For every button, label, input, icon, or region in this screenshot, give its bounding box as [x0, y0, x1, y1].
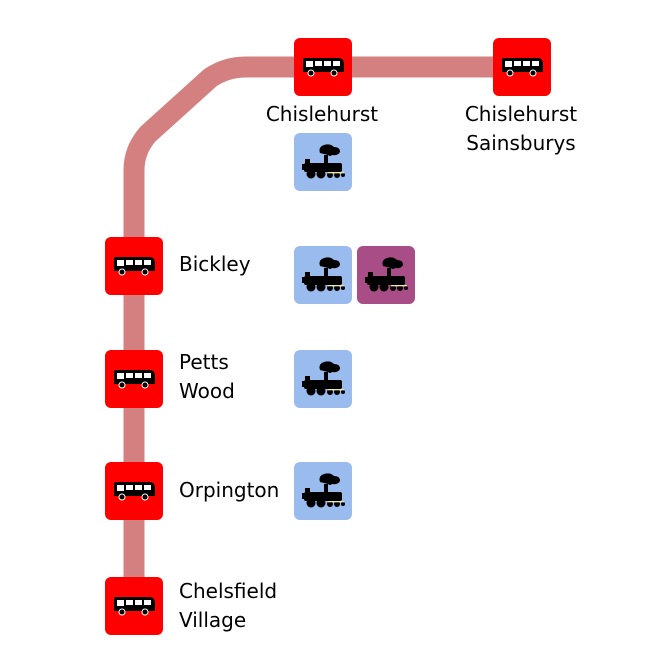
bus-stop-chelsfield-village[interactable]	[105, 577, 163, 635]
bus-icon	[500, 57, 544, 77]
bus-icon	[112, 596, 156, 616]
stop-label-line: Chislehurst	[265, 102, 379, 126]
bus-icon	[112, 369, 156, 389]
stop-label-line: Wood	[179, 379, 235, 403]
rail-connection-chislehurst[interactable]	[294, 133, 352, 191]
bus-stop-bickley[interactable]	[105, 237, 163, 295]
stop-label-bickley: Bickley	[179, 250, 251, 279]
stop-label-line: Bickley	[179, 252, 251, 276]
bus-stop-chislehurst[interactable]	[294, 38, 352, 96]
stop-label-chislehurst-sainsburys: Chislehurst Sainsburys	[465, 100, 577, 158]
bus-icon	[301, 57, 345, 77]
steam-train-icon	[300, 256, 346, 294]
steam-train-icon	[300, 143, 346, 181]
stop-label-orpington: Orpington	[179, 476, 279, 505]
bus-stop-orpington[interactable]	[105, 462, 163, 520]
stop-label-line: Sainsburys	[466, 131, 576, 155]
steam-train-icon	[300, 472, 346, 510]
stop-label-line: Chelsfield	[179, 579, 278, 603]
rail-connection-bickley[interactable]	[294, 246, 352, 304]
stop-label-petts-wood: Petts Wood	[179, 348, 235, 406]
bus-stop-chislehurst-sainsburys[interactable]	[493, 38, 551, 96]
rail-connection-petts-wood[interactable]	[294, 350, 352, 408]
steam-train-icon	[363, 256, 409, 294]
rail-connection-orpington[interactable]	[294, 462, 352, 520]
bus-icon	[112, 256, 156, 276]
stop-label-chislehurst: Chislehurst	[266, 100, 378, 129]
bus-icon	[112, 481, 156, 501]
stop-label-line: Chislehurst	[464, 102, 578, 126]
stop-label-line: Village	[179, 608, 247, 632]
stop-label-chelsfield-village: Chelsfield Village	[179, 577, 277, 635]
route-path	[123, 56, 522, 606]
stop-label-line: Orpington	[179, 478, 280, 502]
stop-label-line: Petts	[179, 350, 229, 374]
rail-connection-bickley-alt[interactable]	[357, 246, 415, 304]
steam-train-icon	[300, 360, 346, 398]
bus-stop-petts-wood[interactable]	[105, 350, 163, 408]
